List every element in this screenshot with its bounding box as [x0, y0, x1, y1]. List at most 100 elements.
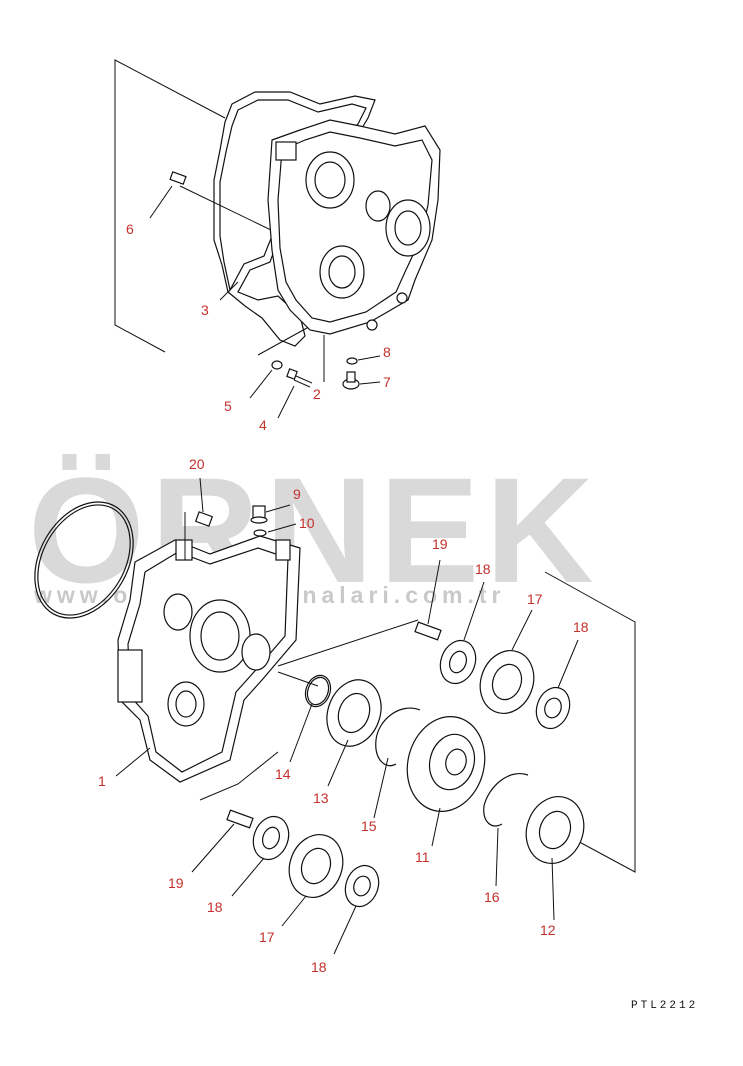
cover-bore-top — [305, 151, 355, 209]
leader-11 — [431, 807, 441, 847]
bearing-18-upper-a — [439, 639, 477, 685]
leader-1 — [115, 747, 151, 777]
shaft-19-upper — [414, 621, 442, 641]
case-top-lug-right — [275, 539, 291, 561]
callout-2: 2 — [313, 386, 321, 402]
leader-17-lower — [281, 895, 307, 927]
leader-19-upper — [427, 559, 441, 625]
gasket-3 — [213, 91, 376, 347]
cover-bore-right — [385, 199, 431, 257]
bearing-18-lower-a — [252, 815, 290, 861]
cover-bore-low — [319, 245, 365, 299]
callout-20: 20 — [189, 456, 205, 472]
bearing-13-inner — [337, 692, 371, 734]
cover-2-rim — [277, 131, 433, 323]
plug-9 — [250, 505, 268, 524]
leader-7 — [359, 381, 381, 385]
drawing-code: PTL2212 — [631, 1000, 698, 1012]
bearing-13 — [326, 679, 382, 747]
leader-18-upper-a — [463, 581, 485, 641]
watermark-brand: ÖRNEK — [28, 446, 600, 614]
snap-ring-16 — [483, 773, 529, 827]
leader-12 — [551, 857, 555, 921]
callout-13: 13 — [313, 790, 329, 806]
leader-18-lower-a — [231, 857, 265, 897]
bearing-18-lower-b — [344, 864, 380, 908]
bearing-18-upper-a-inner — [448, 650, 468, 674]
o-ring-10 — [253, 529, 267, 537]
case-bore-lower-inner — [175, 690, 197, 718]
plug-20 — [194, 511, 214, 527]
case-top-lug — [175, 539, 193, 561]
gear-17-upper-hub — [491, 663, 523, 701]
o-ring-8 — [346, 357, 358, 365]
callout-6: 6 — [126, 221, 134, 237]
callout-1: 1 — [98, 773, 106, 789]
lower-diag-2 — [277, 671, 319, 687]
washer-5 — [271, 360, 283, 370]
lower-assembly — [34, 477, 636, 955]
leader-17-upper — [511, 609, 533, 651]
cover-bore-top-inner — [314, 161, 346, 199]
leader-6 — [149, 185, 173, 219]
gear-11-hub — [428, 733, 476, 791]
callout-19-lower: 19 — [168, 875, 184, 891]
gear-17-upper — [479, 650, 535, 714]
leader-16 — [495, 827, 499, 887]
leader-9 — [265, 504, 291, 513]
callout-18-lower-a: 18 — [207, 899, 223, 915]
leader-10 — [267, 523, 297, 533]
gear-17-lower-hub — [300, 847, 332, 885]
cover-boss — [396, 292, 408, 304]
callout-14: 14 — [275, 766, 291, 782]
callout-5: 5 — [224, 398, 232, 414]
shaft-19-lower — [226, 809, 254, 829]
callout-19-upper: 19 — [432, 536, 448, 552]
bearing-18-upper-b — [535, 686, 571, 730]
case-bore-main-inner — [200, 611, 240, 661]
gear-11-bore — [445, 748, 467, 776]
leader-5 — [249, 369, 273, 399]
callout-16: 16 — [484, 889, 500, 905]
cover-plug-hole — [366, 319, 378, 331]
leader-19-lower — [191, 823, 235, 873]
callout-18-lower-b: 18 — [311, 959, 327, 975]
leader-14 — [289, 703, 313, 763]
leader-20 — [199, 477, 204, 513]
callout-17-lower: 17 — [259, 929, 275, 945]
bearing-12 — [525, 796, 585, 864]
callout-11: 11 — [415, 849, 430, 865]
bolt-4 — [286, 368, 313, 388]
callout-15: 15 — [361, 818, 377, 834]
callout-10: 10 — [299, 515, 315, 531]
leader-15 — [373, 757, 389, 819]
leader-18-lower-b — [333, 905, 357, 955]
callout-18-upper-b: 18 — [573, 619, 589, 635]
bearing-18-lower-b-inner — [353, 875, 371, 897]
case-side-panel — [117, 649, 143, 703]
lower-bracket-right — [544, 571, 636, 873]
upper-lower-line — [257, 322, 317, 356]
lower-bracket-left — [199, 751, 279, 801]
bearing-18-upper-b-inner — [544, 697, 562, 719]
upper-assembly — [114, 59, 441, 419]
callout-12: 12 — [540, 922, 556, 938]
leader-8 — [357, 355, 381, 361]
case-bore-right — [241, 633, 271, 671]
dowel-pin-6 — [169, 171, 187, 185]
callout-8: 8 — [383, 344, 391, 360]
lower-diag-1 — [277, 619, 419, 667]
leader-4 — [277, 385, 295, 419]
leader-13 — [327, 739, 349, 787]
callout-17-upper: 17 — [527, 591, 543, 607]
gear-17-lower — [288, 834, 344, 898]
cover-bore-mid — [365, 190, 391, 222]
callout-18-upper-a: 18 — [475, 561, 491, 577]
callout-9: 9 — [293, 486, 301, 502]
bearing-18-lower-a-inner — [261, 826, 281, 850]
o-ring-14-inner — [306, 676, 330, 706]
case-bore-upper-left — [163, 593, 193, 631]
plug-7 — [342, 371, 360, 390]
case-bore-main — [189, 599, 251, 673]
